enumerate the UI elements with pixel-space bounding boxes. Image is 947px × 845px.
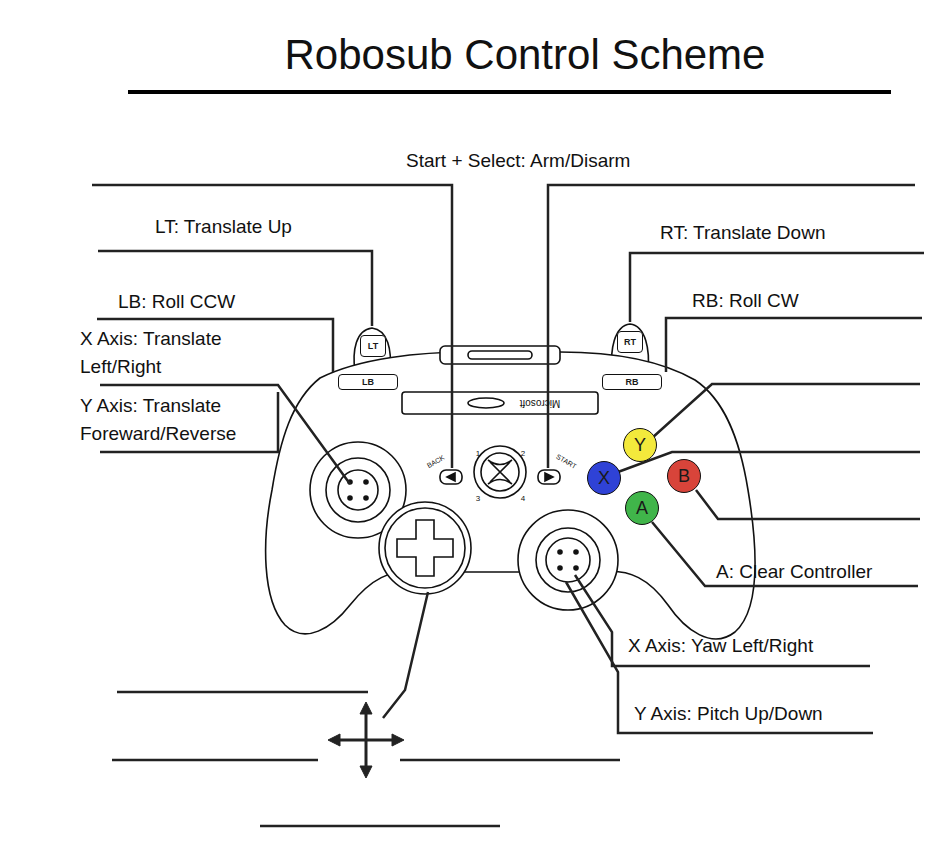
- button-caption: START: [554, 453, 578, 471]
- control-label: A: Clear Controller: [716, 561, 872, 584]
- bumper-button: LB: [338, 374, 398, 390]
- diagram-title: Robosub Control Scheme: [285, 30, 766, 80]
- player-number: 4: [521, 494, 525, 504]
- control-label: X Axis: Yaw Left/Right: [628, 635, 813, 658]
- control-label: RT: Translate Down: [660, 222, 825, 245]
- button-letter: A: [636, 499, 648, 517]
- face-button: X: [587, 461, 621, 495]
- control-label: Start + Select: Arm/Disarm: [406, 150, 630, 173]
- player-number: 2: [521, 449, 525, 459]
- dpad-arrow-symbol: [328, 702, 404, 778]
- control-label: LB: Roll CCW: [118, 291, 235, 314]
- leader-lines: [92, 185, 924, 826]
- title-rule: [128, 90, 891, 94]
- face-button: A: [625, 491, 659, 525]
- face-button: Y: [623, 428, 657, 462]
- trigger-button: RT: [617, 331, 643, 353]
- control-label: Y Axis: Pitch Up/Down: [634, 703, 823, 726]
- button-letter: LB: [362, 378, 374, 387]
- controller-body: [266, 324, 755, 639]
- face-button: B: [667, 459, 701, 493]
- control-label: LT: Translate Up: [155, 216, 292, 239]
- player-number: 1: [476, 449, 480, 459]
- trigger-button: LT: [360, 335, 386, 357]
- button-caption: BACK: [426, 454, 447, 471]
- button-letter: LT: [368, 342, 378, 351]
- control-label: RB: Roll CW: [692, 290, 799, 313]
- button-letter: Y: [634, 436, 646, 454]
- brand-mark: Microsoft: [520, 397, 561, 409]
- control-label: Y Axis: Translate Foreward/Reverse: [80, 392, 270, 448]
- button-letter: B: [678, 467, 690, 485]
- player-number: 3: [476, 494, 480, 504]
- button-letter: RB: [626, 378, 639, 387]
- button-letter: X: [598, 469, 610, 487]
- bumper-button: RB: [602, 374, 662, 390]
- control-label: X Axis: Translate Left/Right: [80, 325, 258, 381]
- button-letter: RT: [624, 338, 636, 347]
